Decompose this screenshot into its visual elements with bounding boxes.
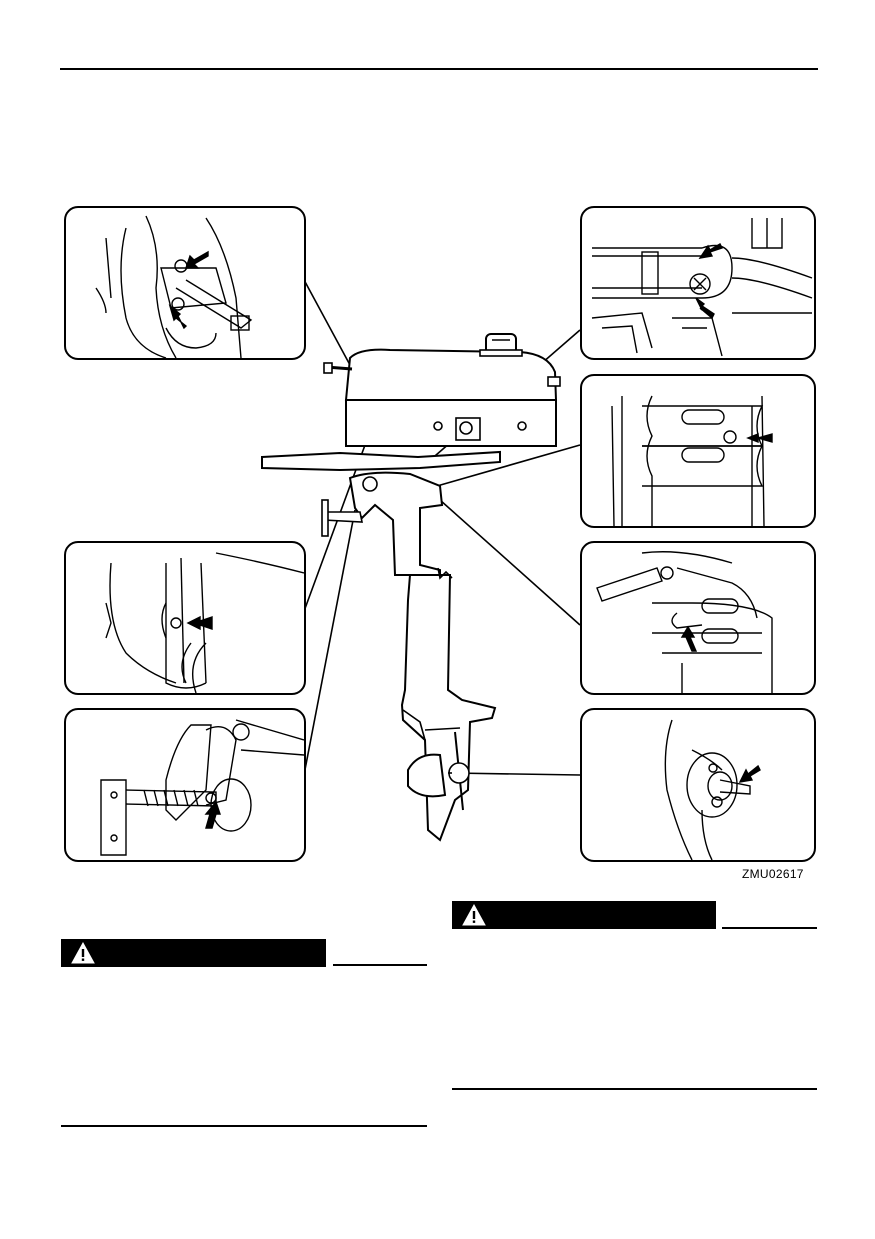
warning-underline-right [722,927,817,929]
detail-panel-clamp-screw [64,708,306,862]
arrow-icon [186,615,213,631]
detail-panel-swivel-bracket [580,374,816,528]
warning-end-rule-left [61,1125,427,1127]
arrow-icon [695,297,715,320]
leader-line [302,509,356,781]
header-rule [60,68,818,70]
arrow-icon [168,304,188,330]
warning-triangle-icon [462,904,486,926]
warning-end-rule-right [452,1088,817,1090]
clamp-bracket [321,471,444,576]
arrow-icon [680,625,698,652]
detail-panel-propeller-shaft [580,708,816,862]
warning-underline-left [333,964,427,966]
leader-line [451,772,581,776]
arrow-icon [738,764,761,783]
propeller [407,731,470,811]
detail-panel-throttle-shaft [64,541,306,695]
arrow-icon [698,243,723,259]
tiller-handle [261,450,501,472]
warning-banner-left [61,939,326,967]
figure-code: ZMU02617 [742,867,804,881]
arrow-icon [204,800,221,829]
drive-shaft-housing [400,567,497,842]
leader-line [439,499,581,626]
engine-cowling [323,333,561,447]
leader-line [302,277,351,366]
detail-panel-tiller-bolt [580,206,816,360]
arrow-icon [746,432,773,444]
leader-line [436,444,581,487]
detail-panel-tilt-lever [580,541,816,695]
warning-triangle-icon [71,942,95,964]
detail-panel-carburetor-linkage [64,206,306,360]
arrow-icon [185,250,209,269]
warning-banner-right [452,901,716,929]
